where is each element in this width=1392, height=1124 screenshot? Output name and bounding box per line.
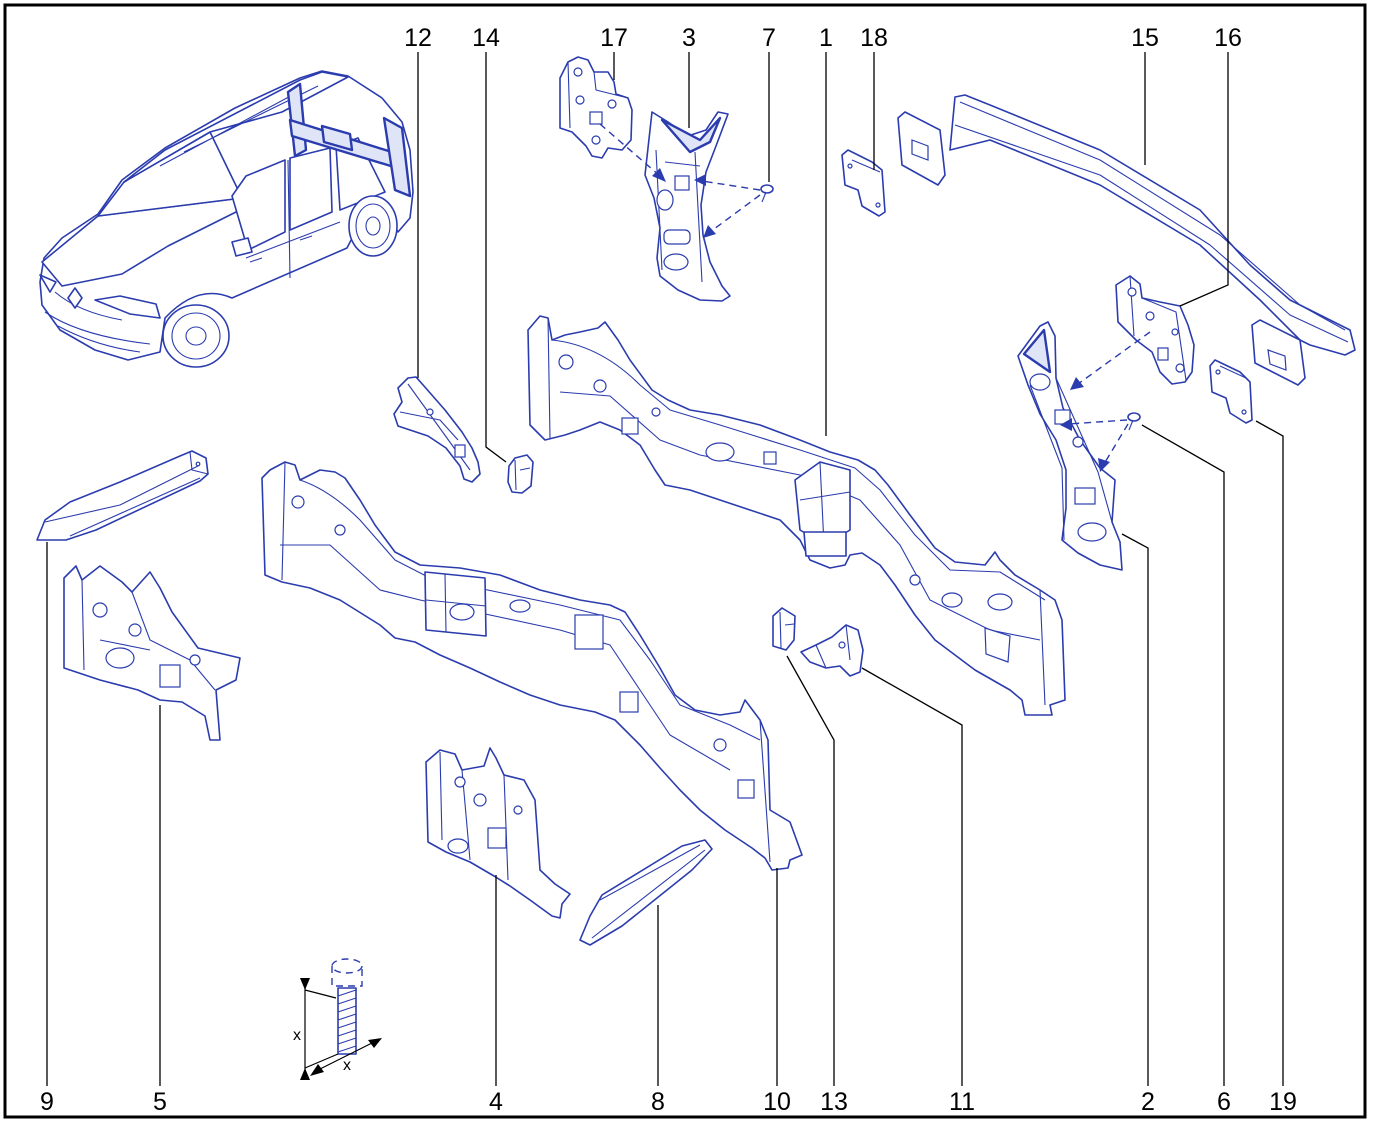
- part-9: [36, 450, 209, 541]
- part-8: [579, 839, 713, 946]
- part-3: [644, 111, 731, 302]
- part-4: [425, 747, 571, 919]
- callout-2: 2: [1141, 1088, 1155, 1116]
- diagram-frame: [3, 3, 1367, 1119]
- part-5: [63, 565, 241, 741]
- part-7-bolt: [760, 184, 774, 203]
- dimension-label-vertical: x: [293, 1027, 301, 1044]
- callout-10: 10: [763, 1088, 791, 1116]
- leader-16: [1179, 52, 1229, 307]
- callout-13: 13: [820, 1088, 848, 1116]
- assembly-arrows-right: [1060, 331, 1151, 472]
- callout-7: 7: [762, 24, 776, 52]
- car-rear-structure-highlight: [286, 82, 412, 198]
- car-overview-illustration: [39, 70, 414, 368]
- callout-12: 12: [404, 24, 432, 52]
- part-1: [527, 315, 1066, 716]
- callout-9: 9: [40, 1088, 54, 1116]
- part-16: [1115, 275, 1195, 385]
- callout-16: 16: [1214, 24, 1242, 52]
- callout-labels: 12 14 17 3 7 1 18 15 16 9 5 4 8 10 13 11…: [40, 24, 1297, 1116]
- part-14: [507, 454, 534, 494]
- part-18: [841, 149, 886, 217]
- part-11: [800, 624, 864, 677]
- part-10: [261, 461, 803, 871]
- leader-2: [1121, 533, 1149, 1086]
- part-13: [772, 607, 796, 651]
- part-15: [897, 94, 1356, 386]
- callout-18: 18: [860, 24, 888, 52]
- leader-lines: [46, 52, 1284, 1086]
- callout-14: 14: [472, 24, 500, 52]
- leader-11: [861, 667, 963, 1086]
- callout-3: 3: [682, 24, 696, 52]
- part-6-bolt: [1127, 412, 1141, 431]
- leader-19: [1255, 420, 1284, 1086]
- callout-4: 4: [489, 1088, 503, 1116]
- callout-17: 17: [600, 24, 628, 52]
- callout-6: 6: [1217, 1088, 1231, 1116]
- bolt-dimension-detail: x x: [293, 958, 382, 1080]
- callout-11: 11: [949, 1088, 975, 1116]
- part-2: [1017, 321, 1123, 571]
- leader-13: [786, 655, 835, 1086]
- part-19: [1209, 359, 1253, 424]
- part-12: [393, 376, 481, 483]
- callout-15: 15: [1131, 24, 1159, 52]
- dimension-label-diagonal: x: [343, 1057, 351, 1074]
- callout-19: 19: [1269, 1088, 1297, 1116]
- callout-5: 5: [153, 1088, 167, 1116]
- part-17: [559, 56, 633, 159]
- leader-6: [1141, 424, 1225, 1086]
- callout-8: 8: [651, 1088, 665, 1116]
- leader-14: [485, 52, 507, 463]
- callout-1: 1: [819, 24, 833, 52]
- assembly-arrows-upper: [599, 123, 761, 238]
